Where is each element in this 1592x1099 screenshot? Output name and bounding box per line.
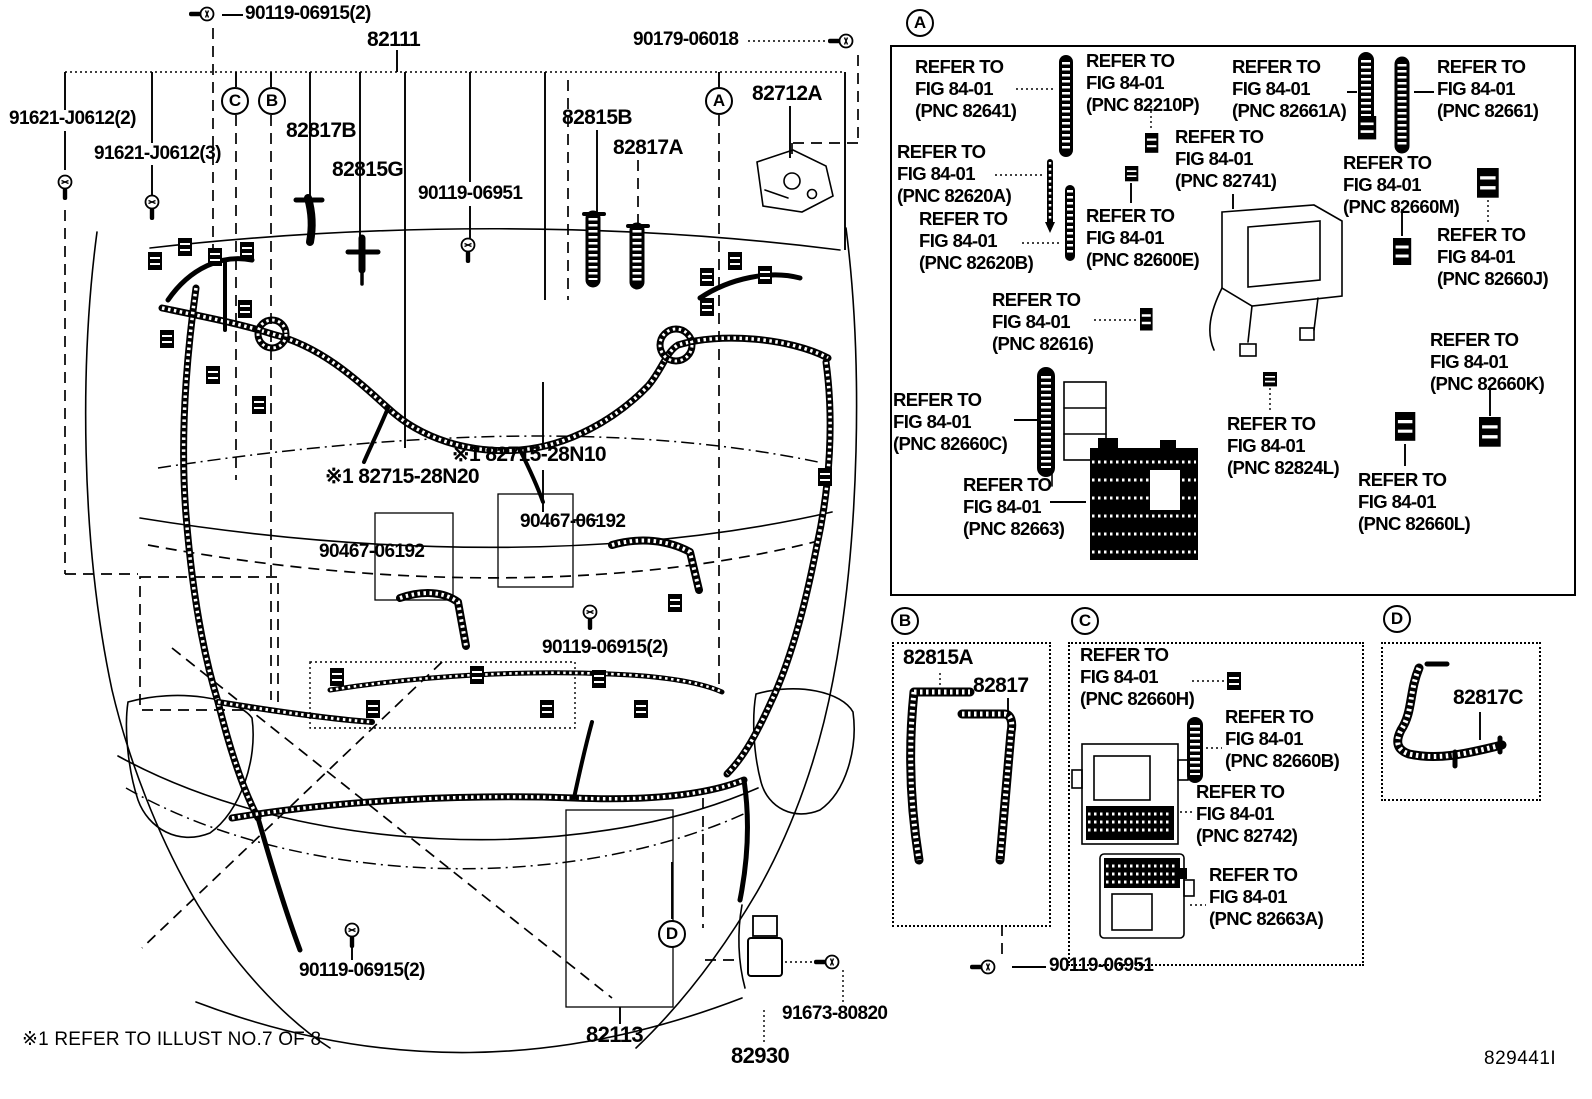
panel-a-letter: A [906,9,934,37]
drawing-code: 829441I [1484,1048,1557,1069]
part-label-82715-28n20[interactable]: ※1 82715-28N20 [325,465,480,488]
part-label-90119-06951[interactable]: 90119-06951 [418,183,523,204]
connector-icons [147,237,833,719]
part-label-82817a[interactable]: 82817A [613,136,684,159]
part-label-90119-06915-bottom[interactable]: 90119-06915(2) [299,960,425,981]
detail-panel-b [892,642,1051,927]
part-label-82817c[interactable]: 82817C [1453,686,1524,709]
part-label-82930[interactable]: 82930 [731,1043,790,1068]
detail-panel-d [1381,642,1541,801]
panel-d-letter: D [1383,605,1411,633]
footnote: ※1 REFER TO ILLUST NO.7 OF 8 [22,1029,322,1050]
part-label-90467-06192-lower[interactable]: 90467-06192 [319,541,425,562]
panel-b-letter: B [891,607,919,635]
part-label-82111[interactable]: 82111 [367,28,421,51]
section-marker-b[interactable]: B [258,87,286,115]
detail-panel-a [890,45,1576,596]
part-label-82712a[interactable]: 82712A [752,82,823,105]
part-label-91621-j0612-2[interactable]: 91621-J0612(2) [9,108,136,129]
part-label-90179-06018[interactable]: 90179-06018 [633,29,739,50]
part-label-82817[interactable]: 82817 [973,674,1029,697]
part-label-82715-28n10[interactable]: ※1 82715-28N10 [452,443,607,466]
section-marker-a[interactable]: A [705,87,733,115]
part-label-90119-06915-mid[interactable]: 90119-06915(2) [542,637,668,658]
section-marker-d[interactable]: D [658,920,686,948]
part-label-82815a[interactable]: 82815A [903,646,974,669]
part-label-82815g[interactable]: 82815G [332,158,404,181]
part-label-90119-06915-top[interactable]: 90119-06915(2) [245,3,371,24]
part-label-90119-06951-panelb[interactable]: 90119-06951 [1049,955,1154,976]
section-marker-c[interactable]: C [221,87,249,115]
part-label-90467-06192-upper[interactable]: 90467-06192 [520,511,626,532]
part-label-91673-80820[interactable]: 91673-80820 [782,1003,888,1024]
panel-c-letter: C [1071,607,1099,635]
part-label-82817b[interactable]: 82817B [286,119,357,142]
part-label-91621-j0612-3[interactable]: 91621-J0612(3) [94,143,221,164]
part-label-82113[interactable]: 82113 [586,1022,644,1047]
detail-panel-c [1068,642,1364,966]
part-label-82815b[interactable]: 82815B [562,106,633,129]
